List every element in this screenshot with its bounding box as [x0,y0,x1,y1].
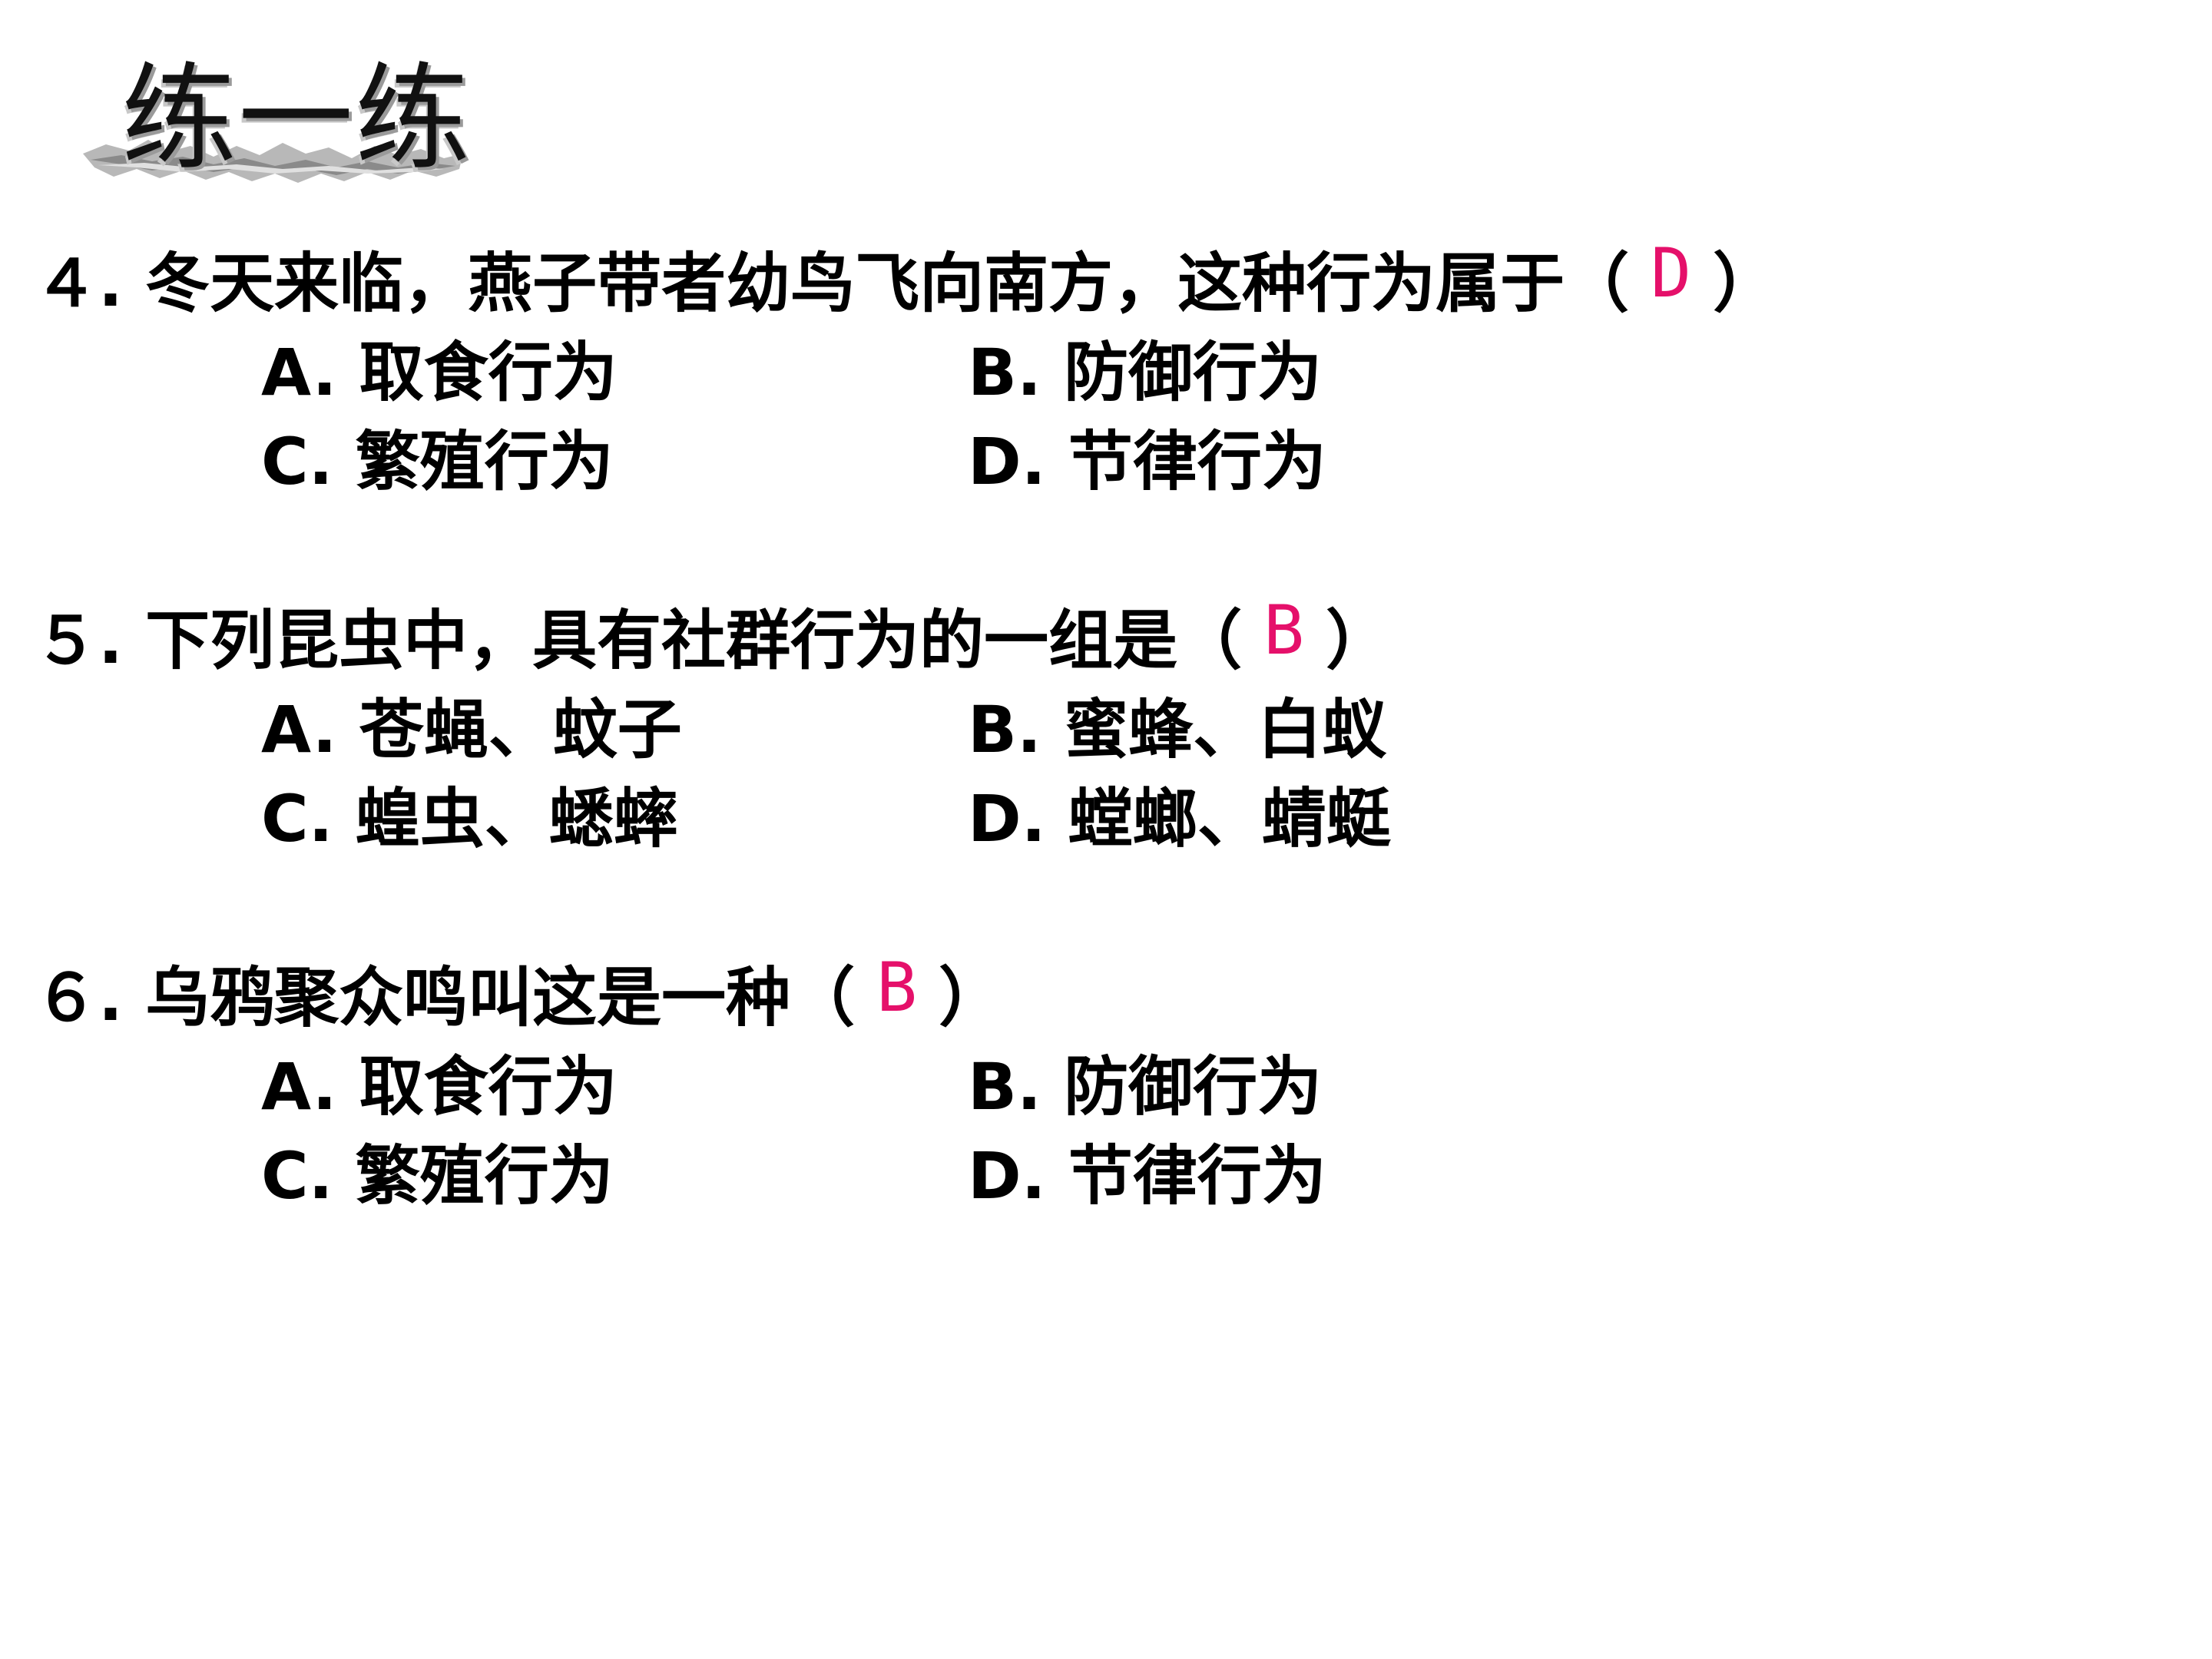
options-row: C. 蝗虫、蟋蟀 D. 螳螂、蜻蜓 [261,774,1674,863]
option-c: C. 繁殖行为 [261,424,614,499]
options-row: C. 繁殖行为 D. 节律行为 [261,417,1777,506]
option-b: B. 蜜蜂、白蚁 [968,692,1387,767]
answer-mark: B [1263,591,1305,670]
options-row: A. 苍蝇、蚊子 B. 蜜蜂、白蚁 [261,685,1674,774]
question-close-paren: ） [1326,603,1391,678]
question-stem: ６. 乌鸦聚众鸣叫这是一种（ [34,960,856,1035]
title-block: 练一练 [75,54,490,200]
option-b: B. 防御行为 [968,335,1323,410]
question-4: ４. 冬天来临，燕子带者幼鸟飞向南方，这种行为属于（ D ） A. 取食行为 B… [34,233,1778,506]
question-stem-line: ５. 下列昆虫中，具有社群行为的一组是（ B ） [34,591,1674,685]
question-5: ５. 下列昆虫中，具有社群行为的一组是（ B ） A. 苍蝇、蚊子 B. 蜜蜂、… [34,591,1674,863]
option-a: A. 苍蝇、蚊子 [261,692,682,767]
question-6: ６. 乌鸦聚众鸣叫这是一种（ B ） A. 取食行为 B. 防御行为 C. 繁殖… [34,948,1674,1220]
question-stem-line: ６. 乌鸦聚众鸣叫这是一种（ B ） [34,948,1674,1042]
question-close-paren: ） [1713,246,1778,321]
options-row: A. 取食行为 B. 防御行为 [261,328,1777,417]
option-b: B. 防御行为 [968,1049,1323,1124]
question-close-paren: ） [939,960,1004,1035]
question-stem: ４. 冬天来临，燕子带者幼鸟飞向南方，这种行为属于（ [34,246,1630,321]
option-c: C. 繁殖行为 [261,1138,614,1214]
answer-mark: B [876,948,918,1027]
option-c: C. 蝗虫、蟋蟀 [261,781,678,856]
options-block: A. 苍蝇、蚊子 B. 蜜蜂、白蚁 C. 蝗虫、蟋蟀 D. 螳螂、蜻蜓 [261,685,1674,863]
option-a: A. 取食行为 [261,335,618,410]
option-a: A. 取食行为 [261,1049,618,1124]
options-block: A. 取食行为 B. 防御行为 C. 繁殖行为 D. 节律行为 [261,328,1777,506]
answer-mark: D [1651,233,1692,313]
question-stem: ５. 下列昆虫中，具有社群行为的一组是（ [34,603,1243,678]
option-d: D. 螳螂、蜻蜓 [968,781,1391,856]
slide-title: 练一练 [121,52,472,186]
option-d: D. 节律行为 [968,1138,1326,1214]
options-row: C. 繁殖行为 D. 节律行为 [261,1131,1674,1220]
question-stem-line: ４. 冬天来临，燕子带者幼鸟飞向南方，这种行为属于（ D ） [34,233,1778,328]
option-d: D. 节律行为 [968,424,1326,499]
options-block: A. 取食行为 B. 防御行为 C. 繁殖行为 D. 节律行为 [261,1042,1674,1220]
title-shadow-decoration [83,140,463,183]
options-row: A. 取食行为 B. 防御行为 [261,1042,1674,1131]
